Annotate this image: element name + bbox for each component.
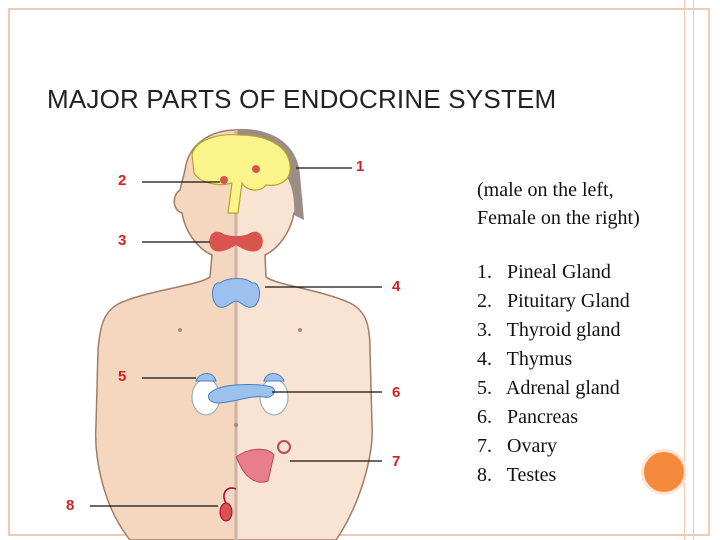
pituitary-gland bbox=[220, 176, 228, 184]
decor-line bbox=[693, 0, 694, 540]
female-hair bbox=[236, 128, 304, 220]
parts-list: 1. Pineal Gland 2. Pituitary Gland 3. Th… bbox=[477, 258, 630, 490]
list-item: 2. Pituitary Gland bbox=[477, 290, 630, 312]
adrenal-left bbox=[195, 373, 217, 382]
list-item: 3. Thyroid gland bbox=[477, 319, 621, 341]
callout-1: 1 bbox=[356, 158, 365, 175]
list-item: 8. Testes bbox=[477, 464, 557, 486]
callout-2: 2 bbox=[118, 172, 127, 189]
thymus bbox=[212, 278, 260, 308]
callout-5: 5 bbox=[118, 368, 127, 385]
list-item: 4. Thymus bbox=[477, 348, 573, 370]
testes bbox=[219, 502, 233, 522]
navel bbox=[234, 423, 238, 427]
pancreas bbox=[207, 384, 275, 404]
slide-frame bbox=[8, 8, 710, 536]
list-item: 6. Pancreas bbox=[477, 406, 579, 428]
list-item: 5. Adrenal gland bbox=[477, 377, 620, 399]
nipple bbox=[298, 328, 302, 332]
caption-line-2: Female on the right) bbox=[477, 207, 640, 229]
callout-6: 6 bbox=[392, 384, 401, 401]
pineal-gland bbox=[252, 165, 260, 173]
callout-8: 8 bbox=[66, 497, 75, 514]
decor-line bbox=[684, 0, 685, 540]
brain bbox=[191, 134, 291, 214]
nipple bbox=[178, 328, 182, 332]
callout-3: 3 bbox=[118, 232, 127, 249]
slide-title: MAJOR PARTS OF ENDOCRINE SYSTEM bbox=[47, 84, 557, 114]
testes-duct bbox=[223, 487, 237, 504]
list-item: 7. Ovary bbox=[477, 435, 557, 457]
uterus bbox=[235, 448, 275, 483]
endocrine-diagram bbox=[90, 128, 382, 540]
caption-line-1: (male on the left, bbox=[477, 179, 614, 201]
decorative-dot bbox=[641, 449, 687, 495]
adrenal-right bbox=[263, 373, 285, 382]
male-body bbox=[94, 129, 237, 540]
diagram-caption: (male on the left, Female on the right) bbox=[477, 176, 640, 232]
callout-7: 7 bbox=[392, 453, 401, 470]
list-item: 1. Pineal Gland bbox=[477, 261, 611, 283]
thyroid-gland bbox=[209, 231, 263, 252]
ovary bbox=[277, 440, 291, 454]
callout-4: 4 bbox=[392, 278, 401, 295]
